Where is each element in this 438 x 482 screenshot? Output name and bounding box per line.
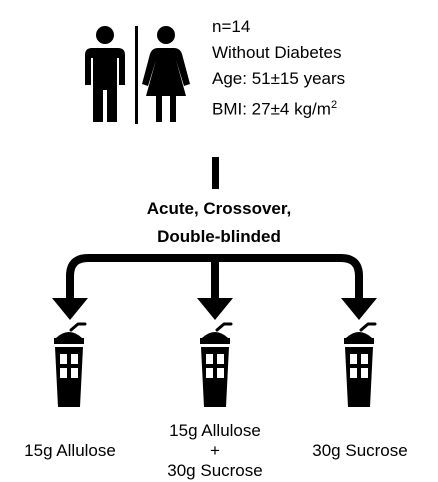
arm-2-line-3: 30g Sucrose <box>167 461 263 480</box>
arrow-right <box>341 298 377 320</box>
arm-label-combined: 15g Allulose + 30g Sucrose <box>145 420 285 482</box>
stem-bar <box>212 157 219 189</box>
arrow-left <box>52 298 88 320</box>
sample-size: n=14 <box>212 17 251 36</box>
design-line-1: Acute, Crossover, <box>146 199 292 218</box>
drink-cup-icon <box>54 322 87 407</box>
drink-cup-icon <box>344 322 377 407</box>
arm-label-allulose: 15g Allulose <box>0 440 140 462</box>
bmi-superscript: 2 <box>330 99 338 111</box>
bmi-text: BMI: 27±4 kg/m <box>212 99 331 119</box>
arm-2-line-1: 15g Allulose <box>169 421 261 440</box>
divider-line <box>135 26 138 124</box>
bmi-stat: BMI: 27±4 kg/m2 <box>212 92 345 123</box>
woman-icon <box>142 26 190 122</box>
age-stat: Age: 51±15 years <box>212 69 346 88</box>
arm-label-sucrose: 30g Sucrose <box>290 440 430 462</box>
design-line-2: Double-blinded <box>157 227 281 246</box>
arm-1-line-1: 15g Allulose <box>24 441 116 460</box>
man-icon <box>85 26 125 122</box>
center-branch <box>211 254 219 300</box>
arrow-center <box>197 298 233 320</box>
population: Without Diabetes <box>212 43 342 62</box>
participant-stats: n=14 Without Diabetes Age: 51±15 years B… <box>212 14 345 123</box>
arm-3-line-1: 30g Sucrose <box>312 441 408 460</box>
arm-2-line-2: + <box>210 441 220 460</box>
drink-cup-icon <box>200 322 233 407</box>
